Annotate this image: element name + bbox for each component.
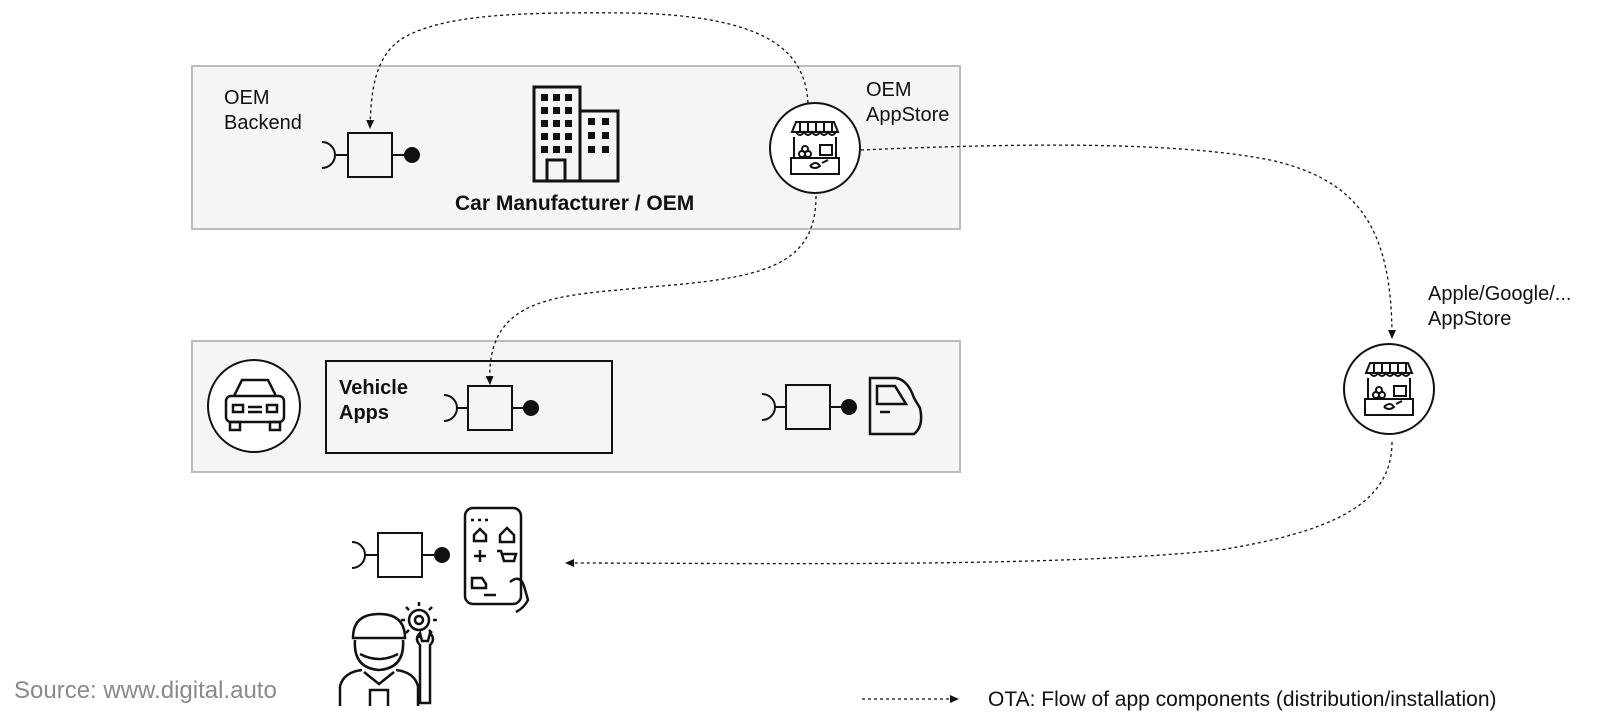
oem-backend-label-line2: Backend (224, 112, 302, 134)
vehicle-app-component-icon (443, 385, 539, 431)
car-door-icon (868, 376, 923, 436)
flow-public-store-to-phone (565, 441, 1393, 568)
public-appstore-label-line2: AppStore (1428, 308, 1512, 330)
vehicle-apps-label-line1: Vehicle (339, 377, 408, 399)
mechanic-icon (338, 602, 437, 706)
oem-appstore-label-line1: OEM (866, 79, 912, 101)
flow-oemstore-to-vehicle-apps (485, 195, 817, 385)
source-credit: Source: www.digital.auto (14, 677, 277, 704)
store-icon (1343, 343, 1435, 435)
oem-appstore-label-line2: AppStore (866, 104, 950, 126)
building-icon (532, 85, 620, 183)
oem-backend-component-icon (321, 132, 420, 178)
vehicle-apps-label-line2: Apps (339, 402, 389, 424)
smartphone-apps-icon (463, 506, 530, 614)
car-icon (207, 359, 301, 453)
car-manufacturer-label: Car Manufacturer / OEM (455, 192, 695, 215)
legend-text: OTA: Flow of app components (distributio… (988, 688, 1497, 711)
door-component-icon (761, 384, 857, 430)
phone-component-icon (351, 532, 450, 578)
store-icon (769, 102, 861, 194)
oem-backend-label-line1: OEM (224, 87, 270, 109)
public-appstore-label-line1: Apple/Google/... (1428, 283, 1572, 305)
flow-oemstore-to-public-store (860, 144, 1396, 339)
